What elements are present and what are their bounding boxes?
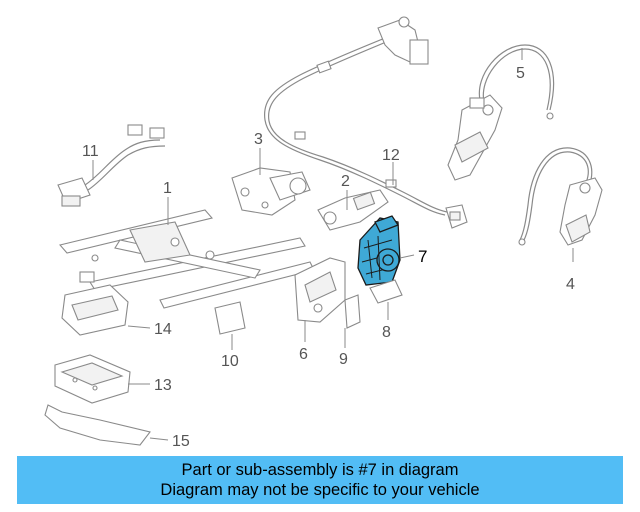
callout-11: 11 <box>82 143 99 160</box>
part-10-cover <box>214 301 246 335</box>
callout-4: 4 <box>566 276 575 293</box>
part-1-seat-track <box>58 209 315 309</box>
parts-diagram: 1 2 3 4 5 6 7 8 9 10 11 12 13 14 15 <box>44 16 603 450</box>
part-13-module <box>54 354 131 404</box>
banner-line-2: Diagram may not be specific to your vehi… <box>160 481 480 499</box>
callout-1: 1 <box>163 180 172 197</box>
callout-10: 10 <box>221 353 239 370</box>
callout-8: 8 <box>382 324 391 341</box>
callout-14: 14 <box>154 321 172 338</box>
callout-2: 2 <box>341 173 350 190</box>
part-8-switch-cap <box>369 279 403 304</box>
callout-15: 15 <box>172 433 190 450</box>
callout-9: 9 <box>339 351 348 368</box>
part-11-harness <box>57 124 166 207</box>
part-9-switch-knob <box>344 294 361 329</box>
part-7-highlighted <box>357 215 401 286</box>
callout-5: 5 <box>516 65 525 82</box>
info-banner: Part or sub-assembly is #7 in diagram Di… <box>17 456 623 504</box>
callout-12: 12 <box>382 147 400 164</box>
callout-13: 13 <box>154 377 172 394</box>
part-12-cable-harness <box>263 16 468 229</box>
part-2-motor <box>317 189 389 231</box>
callout-3: 3 <box>254 131 263 148</box>
part-14-bracket <box>61 271 129 336</box>
part-4-cable-motor-right <box>518 147 603 246</box>
callout-6: 6 <box>299 346 308 363</box>
leader-lines <box>92 48 574 441</box>
part-6-side-panel <box>294 257 346 323</box>
callout-7: 7 <box>418 247 427 266</box>
callouts: 1 2 3 4 5 6 7 8 9 10 11 12 13 14 15 <box>82 65 575 450</box>
part-15-plate <box>44 404 151 446</box>
part-3-bracket <box>231 167 311 216</box>
banner-line-1: Part or sub-assembly is #7 in diagram <box>181 461 459 479</box>
part-5-cable-motor-upper <box>447 44 555 181</box>
